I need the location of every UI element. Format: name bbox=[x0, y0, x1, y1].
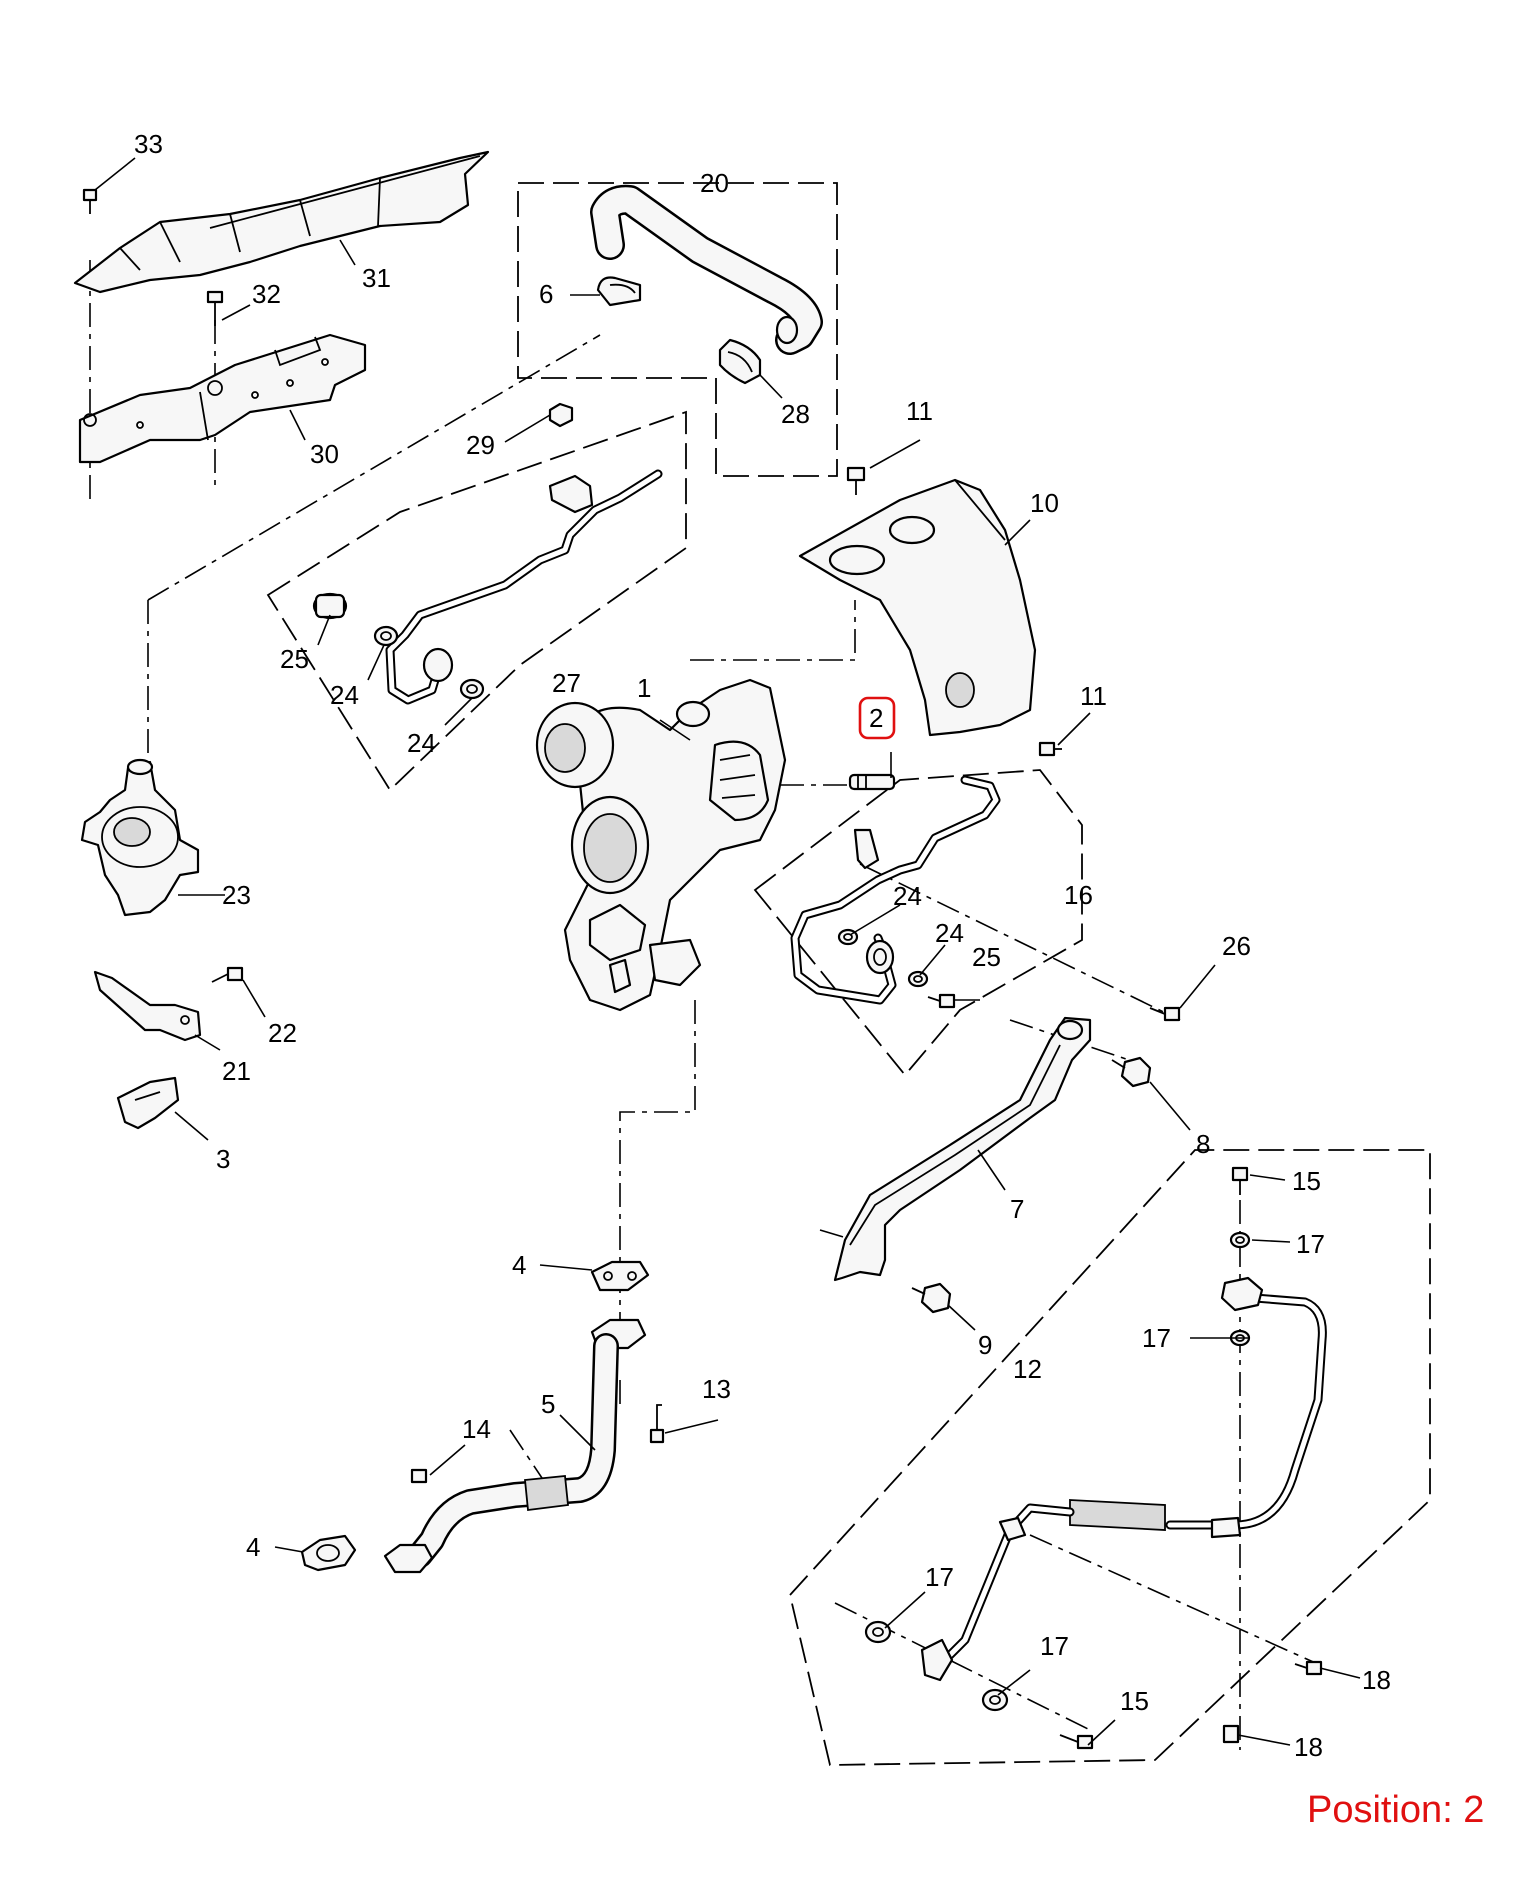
callout-5: 5 bbox=[541, 1389, 555, 1419]
callout-8: 8 bbox=[1196, 1129, 1210, 1159]
callout-13: 13 bbox=[702, 1374, 731, 1404]
pipe-part-5 bbox=[383, 1318, 647, 1574]
callout-1: 1 bbox=[637, 673, 651, 703]
pipe-part-16 bbox=[790, 775, 1001, 1005]
bolt-part-8 bbox=[1111, 1056, 1152, 1088]
callout-17-b: 17 bbox=[1142, 1323, 1171, 1353]
callout-29: 29 bbox=[466, 430, 495, 460]
bolt-part-13 bbox=[649, 1404, 665, 1444]
callout-26: 26 bbox=[1222, 931, 1251, 961]
callout-17-d: 17 bbox=[1040, 1631, 1069, 1661]
callout-20: 20 bbox=[700, 168, 729, 198]
callout-24-lower: 24 bbox=[407, 728, 436, 758]
callout-24-left: 24 bbox=[330, 680, 359, 710]
callout-21: 21 bbox=[222, 1056, 251, 1086]
bolt-part-9 bbox=[911, 1282, 952, 1314]
bolt-part-14 bbox=[410, 1468, 428, 1484]
hose-part-20 bbox=[590, 184, 823, 355]
clamp-part-28 bbox=[718, 338, 762, 385]
bracket-part-7 bbox=[833, 1016, 1092, 1282]
bolt-part-33 bbox=[82, 188, 98, 214]
callout-2: 2 bbox=[869, 703, 883, 733]
group-box-27 bbox=[266, 410, 687, 792]
bolt-part-32 bbox=[206, 290, 224, 326]
pipe-part-27 bbox=[312, 469, 663, 705]
clamp-part-6 bbox=[596, 276, 642, 307]
bracket-part-30 bbox=[78, 333, 367, 464]
highlight-box-2 bbox=[858, 696, 896, 740]
callout-14: 14 bbox=[462, 1414, 491, 1444]
callout-31: 31 bbox=[362, 263, 391, 293]
callout-10: 10 bbox=[1030, 488, 1059, 518]
callout-3: 3 bbox=[216, 1144, 230, 1174]
callout-30: 30 bbox=[310, 439, 339, 469]
callout-6: 6 bbox=[539, 279, 553, 309]
callout-17-c: 17 bbox=[925, 1562, 954, 1592]
bolt-part-11-top bbox=[846, 466, 866, 495]
callout-4-top: 4 bbox=[512, 1250, 526, 1280]
callout-27: 27 bbox=[552, 668, 581, 698]
plug-part-25-a bbox=[314, 593, 346, 619]
callout-28: 28 bbox=[781, 399, 810, 429]
callout-25-left: 25 bbox=[280, 644, 309, 674]
turbocharger-part-1 bbox=[535, 678, 787, 1012]
group-box-20 bbox=[517, 182, 838, 477]
callout-15-top: 15 bbox=[1292, 1166, 1321, 1196]
bolt-part-26 bbox=[1149, 1006, 1181, 1022]
heat-shield-part-31 bbox=[73, 150, 490, 294]
valve-part-23 bbox=[80, 758, 200, 917]
callout-32: 32 bbox=[252, 279, 281, 309]
bolt-part-25-b bbox=[927, 993, 956, 1009]
position-indicator: Position: 2 bbox=[1307, 1789, 1484, 1831]
callout-24-right-a: 24 bbox=[893, 881, 922, 911]
callout-11-side: 11 bbox=[1080, 681, 1107, 711]
bolt-part-22 bbox=[211, 966, 244, 983]
group-box-12 bbox=[789, 1149, 1431, 1766]
callout-12: 12 bbox=[1013, 1354, 1042, 1384]
heat-shield-part-10 bbox=[798, 478, 1037, 737]
callout-23: 23 bbox=[222, 880, 251, 910]
callout-16: 16 bbox=[1064, 880, 1093, 910]
bracket-part-21 bbox=[93, 970, 202, 1042]
callout-labels: 33 20 31 32 6 28 30 29 11 10 25 24 27 1 … bbox=[134, 129, 1391, 1762]
callout-9: 9 bbox=[978, 1330, 992, 1360]
nut-part-29 bbox=[548, 402, 574, 428]
callout-18-b: 18 bbox=[1294, 1732, 1323, 1762]
leader-lines bbox=[94, 157, 1361, 1746]
flange-part-4-bottom bbox=[300, 1534, 357, 1572]
assembly-boxes bbox=[266, 182, 1431, 1766]
clip-part-3 bbox=[116, 1076, 180, 1130]
callout-17-a: 17 bbox=[1296, 1229, 1325, 1259]
flange-part-4-top bbox=[590, 1260, 650, 1292]
callout-24-right-b: 24 bbox=[935, 918, 964, 948]
callout-33: 33 bbox=[134, 129, 163, 159]
washer-part-24-d bbox=[907, 970, 929, 988]
callout-15-bottom: 15 bbox=[1120, 1686, 1149, 1716]
group-box-16 bbox=[753, 769, 1083, 1077]
callout-11-top: 11 bbox=[906, 396, 933, 426]
callout-4-bottom: 4 bbox=[246, 1532, 260, 1562]
callout-25-right: 25 bbox=[972, 942, 1001, 972]
callout-7: 7 bbox=[1010, 1194, 1024, 1224]
callout-22: 22 bbox=[268, 1018, 297, 1048]
bolt-part-11-side bbox=[1038, 741, 1062, 757]
pipe-part-12 bbox=[920, 1276, 1327, 1682]
stud-part-2 bbox=[848, 773, 896, 791]
callout-18-a: 18 bbox=[1362, 1665, 1391, 1695]
